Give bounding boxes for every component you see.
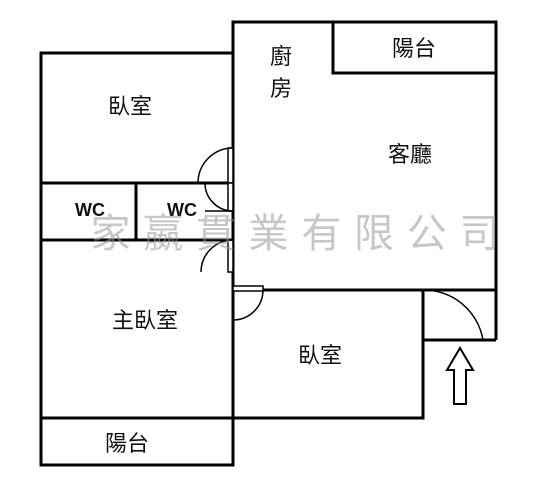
- room-label-kitchen-1: 廚: [270, 45, 292, 70]
- room-label-bedroom-bottom: 臥室: [298, 344, 342, 369]
- door-arc-bottom-bedroom: [232, 289, 264, 321]
- door-gap-bottom-bedroom: [232, 285, 264, 292]
- door-arc-entrance: [422, 289, 484, 341]
- room-label-wc-right: WC: [167, 200, 197, 220]
- room-label-bedroom-top-left: 臥室: [108, 95, 152, 120]
- bottom-bedroom-outline: [231, 288, 425, 420]
- doors: [197, 147, 484, 341]
- door-gap-bedroom: [227, 147, 234, 184]
- walls: [39, 20, 498, 467]
- room-label-balcony-bottom: 陽台: [105, 432, 149, 457]
- top-balcony-outline: [331, 20, 498, 75]
- watermark: 家 嬴 貫 業 有 限 公 司: [90, 211, 499, 257]
- room-label-living-room: 客廳: [388, 143, 432, 168]
- room-label-wc-left: WC: [75, 200, 105, 220]
- room-label-balcony-top: 陽台: [392, 37, 436, 62]
- up-arrow-icon: [445, 346, 475, 405]
- room-label-master-bedroom: 主臥室: [112, 309, 178, 334]
- door-gap-wc-top: [227, 182, 234, 212]
- door-arc-bedroom: [197, 147, 234, 184]
- room-label-kitchen-2: 房: [270, 77, 292, 102]
